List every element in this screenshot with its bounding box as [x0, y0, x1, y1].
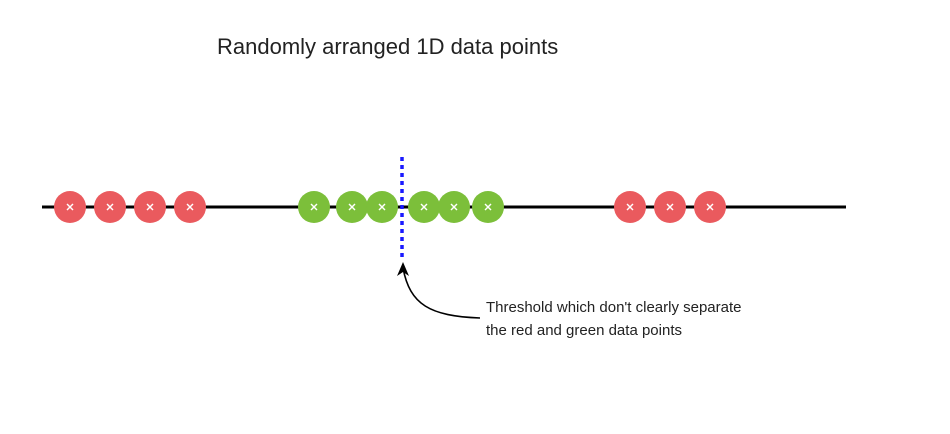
data-point-red	[694, 191, 726, 223]
data-point-green	[336, 191, 368, 223]
data-point-green	[408, 191, 440, 223]
arrowhead-icon	[397, 262, 409, 276]
data-point-red	[614, 191, 646, 223]
data-point-red	[654, 191, 686, 223]
data-point-red	[94, 191, 126, 223]
data-points	[54, 191, 726, 223]
data-point-red	[174, 191, 206, 223]
data-point-red	[134, 191, 166, 223]
data-point-red	[54, 191, 86, 223]
data-point-green	[472, 191, 504, 223]
diagram-title: Randomly arranged 1D data points	[217, 34, 558, 59]
data-point-green	[298, 191, 330, 223]
annotation-line-2: the red and green data points	[486, 322, 682, 339]
data-point-green	[438, 191, 470, 223]
annotation-arrow	[402, 267, 481, 319]
annotation-line-1: Threshold which don't clearly separate	[486, 299, 742, 316]
data-point-green	[366, 191, 398, 223]
